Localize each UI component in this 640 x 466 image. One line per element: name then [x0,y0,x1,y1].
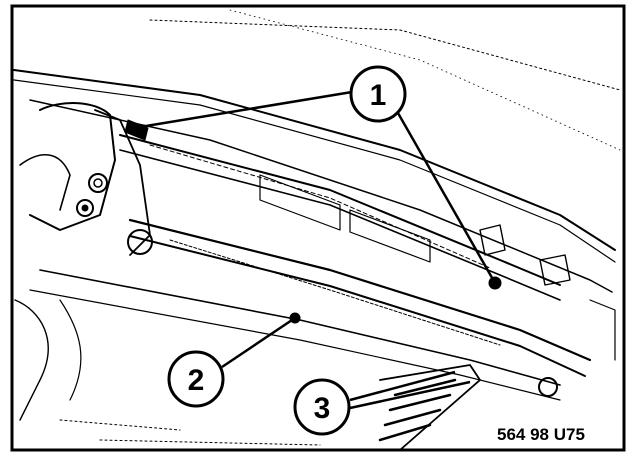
callout-3-label: 3 [314,392,331,425]
callout-1-label: 1 [370,79,387,112]
vehicle-body-drawing [13,9,621,451]
callout-2-label: 2 [188,364,205,397]
callout-2: 2 [167,350,225,408]
callout-3: 3 [293,378,351,436]
leader-lines [139,90,497,410]
leader-line-1b [396,112,497,284]
reference-code: 564 98 U75 [497,425,585,444]
leader-line-3a [349,370,456,402]
callout-1: 1 [349,65,407,123]
diagram-border [10,4,626,452]
leader-line-3b [349,380,471,410]
leader-line-1a [139,90,353,129]
leader-line-2 [221,316,296,369]
